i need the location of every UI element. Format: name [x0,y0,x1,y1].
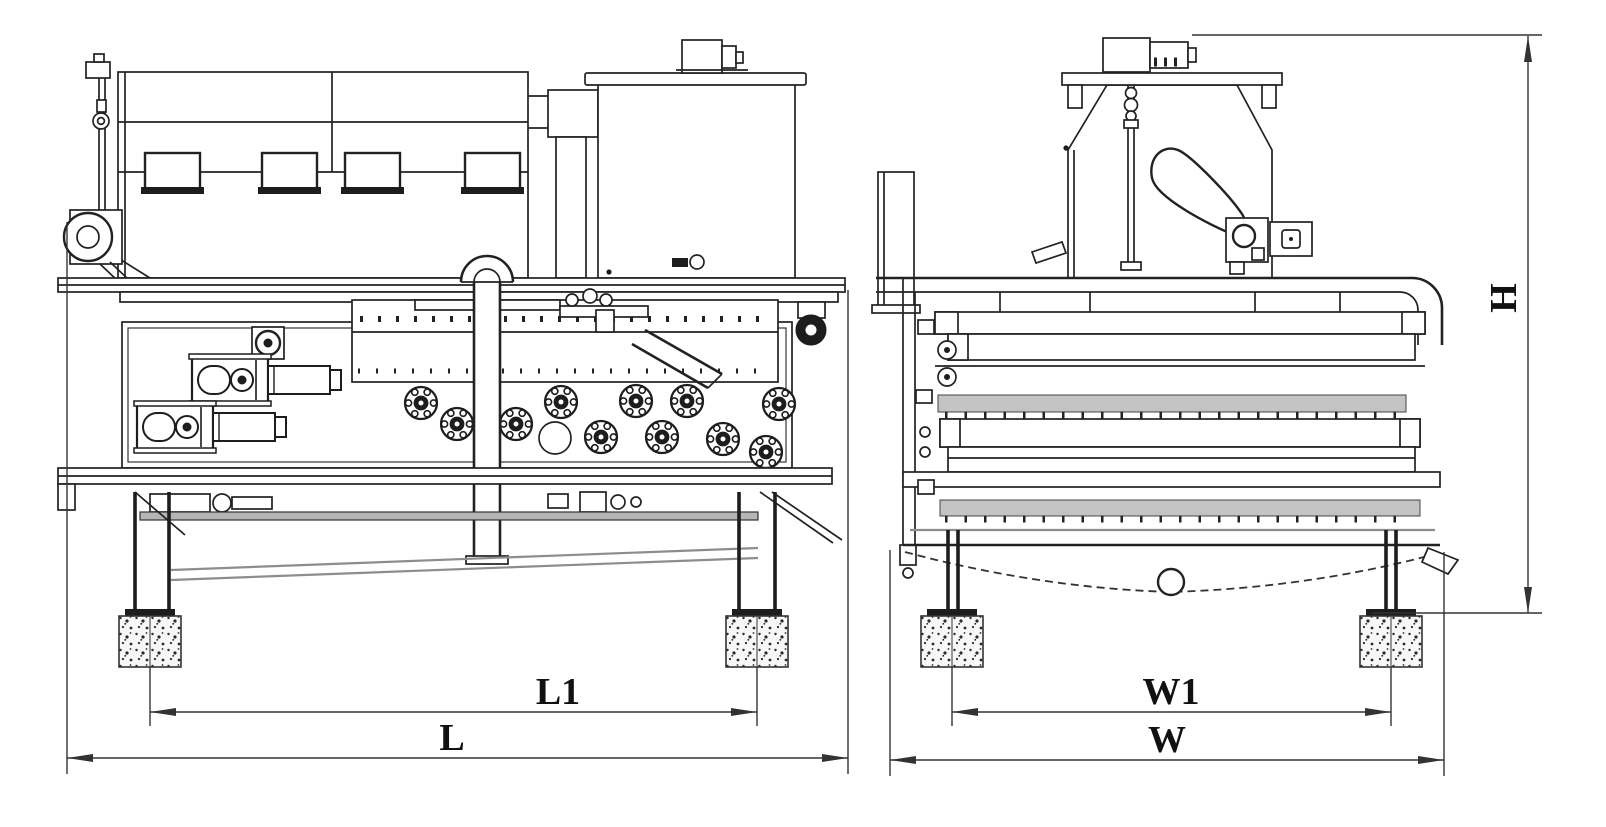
pan-spout [1420,546,1460,576]
gravity-deck [351,288,779,390]
dim-label-w: W [1148,719,1186,761]
dim-label-w1: W1 [1143,671,1200,713]
end-view: W1 W H [871,34,1542,776]
dimension-l1: L1 [149,667,758,726]
flocculation-tank [584,39,807,279]
inspection-window [141,151,524,194]
belt-rollers [902,311,1441,523]
frame-top-rails [57,277,846,303]
end-pulley [795,301,827,346]
underframe-equipment [134,491,843,582]
side-panel [871,171,921,314]
gravity-zone-cover [117,71,529,279]
discharge-chute [631,328,723,390]
concrete-foot [920,608,984,668]
mixer-shaft [1120,85,1142,271]
side-view-legs [133,492,777,611]
drain-port [1156,567,1186,597]
dim-label-h: H [1483,283,1525,313]
mixer-motor-top [1102,37,1197,73]
frame-bottom-rail [57,467,833,511]
end-view-legs [946,530,1398,611]
dimension-h: H [1192,34,1542,614]
frame-fittings [899,319,957,579]
mixing-tank [1030,37,1313,279]
mesh-belt-upper [937,394,1407,413]
deck-fittings [559,288,649,333]
mixer-motor [676,39,748,74]
dimension-w: W [889,550,1445,776]
dimension-w1: W1 [951,667,1392,726]
side-view: L1 L [57,39,849,774]
concrete-foot [1359,608,1423,668]
agitator-handle [1150,147,1247,236]
end-frame-rails [876,276,1444,560]
dim-label-l: L [439,717,464,759]
pipe-stub [1030,240,1068,265]
tension-roller [62,209,147,301]
dim-label-l1: L1 [536,671,580,713]
wash-pipe-and-roller [62,53,147,301]
concrete-foot [725,608,789,668]
tank-drain-fitting [606,254,705,275]
concrete-foot [118,608,182,668]
dimension-l: L [66,222,849,774]
idler-roller-hole [538,421,572,455]
mesh-belt-lower [939,499,1421,517]
control-box [1269,221,1313,257]
valve-icon [92,99,110,130]
catch-pan [903,528,1460,597]
tank-support-column [528,89,599,279]
drive-bearing-box [1225,217,1269,275]
